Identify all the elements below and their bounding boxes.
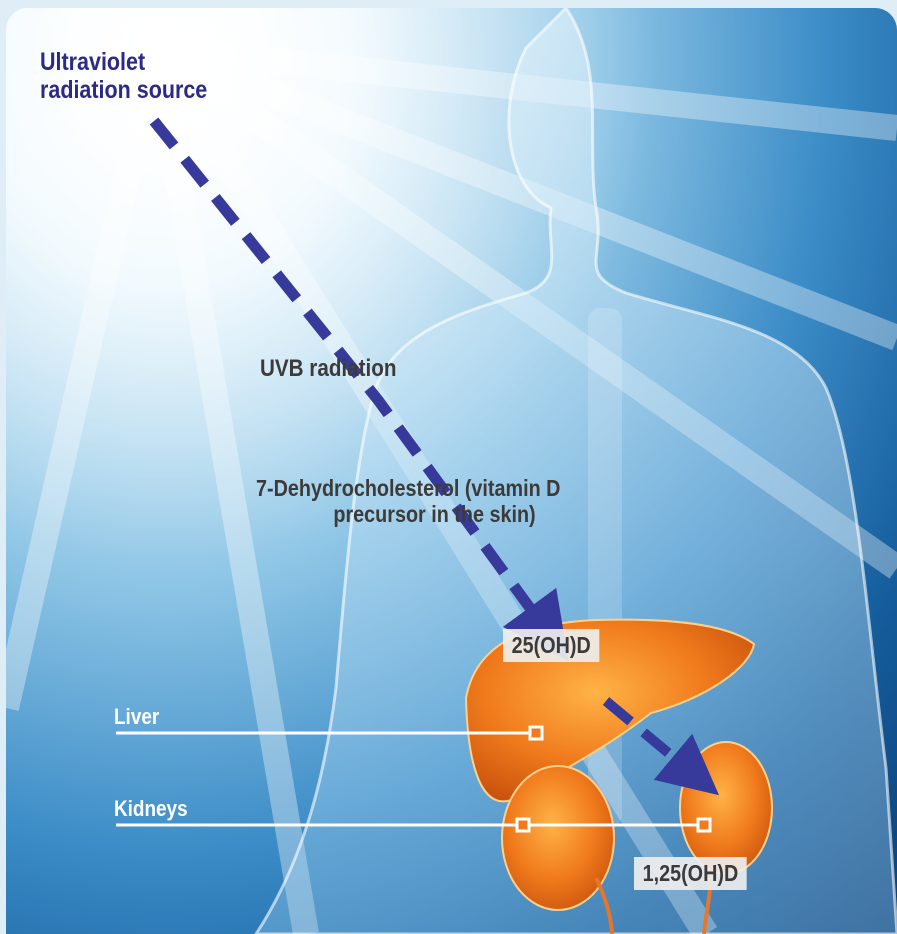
- precursor-label-line2: precursor in the skin): [256, 501, 560, 527]
- uvb-radiation-label: UVB radiation: [260, 355, 396, 383]
- liver-label: Liver: [114, 704, 159, 730]
- precursor-label: 7-Dehydrocholesterol (vitamin D precurso…: [256, 475, 560, 527]
- right-kidney: [680, 742, 772, 874]
- kidneys-label: Kidneys: [114, 796, 188, 822]
- metabolite-125ohd-label: 1,25(OH)D: [634, 857, 747, 890]
- left-kidney: [502, 766, 614, 910]
- vitamin-d-pathway-diagram: Ultraviolet radiation source UVB radiati…: [6, 8, 897, 934]
- precursor-label-line1: 7-Dehydrocholesterol (vitamin D: [256, 475, 560, 501]
- radiation-source-label-line2: radiation source: [40, 76, 207, 104]
- radiation-source-label: Ultraviolet radiation source: [40, 48, 207, 104]
- metabolite-25ohd-label: 25(OH)D: [503, 629, 599, 662]
- radiation-source-label-line1: Ultraviolet: [40, 48, 207, 76]
